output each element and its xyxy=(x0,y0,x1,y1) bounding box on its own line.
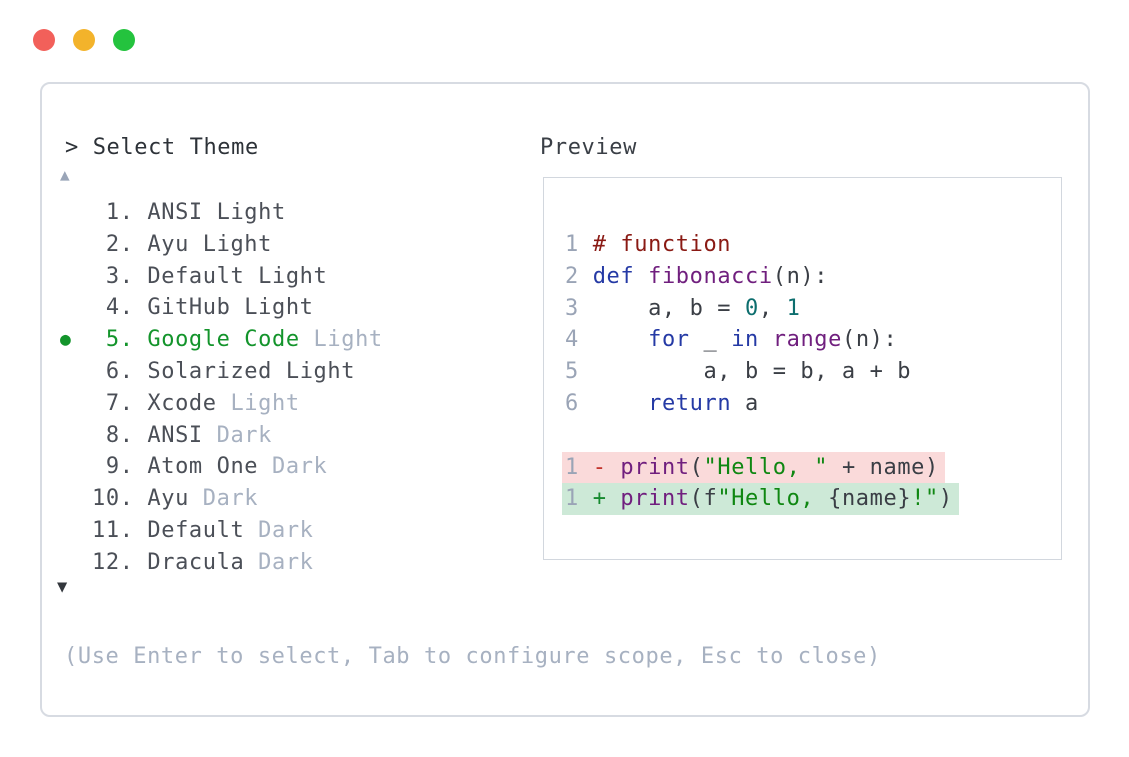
zoom-button[interactable] xyxy=(113,29,135,51)
scroll-up-icon[interactable]: ▲ xyxy=(60,165,70,184)
code-line: 6 return a xyxy=(565,390,759,416)
theme-option-label: 4. GitHub xyxy=(92,295,231,321)
theme-option-label: 12. Dracula xyxy=(92,549,245,575)
theme-option-label: 1. ANSI xyxy=(92,200,203,225)
theme-option-7[interactable]: 7. Xcode Light xyxy=(60,388,383,420)
theme-option-5[interactable]: ● 5. Google Code Light xyxy=(60,324,383,356)
theme-option-11[interactable]: 11. Default Dark xyxy=(60,515,383,547)
theme-option-9[interactable]: 9. Atom One Dark xyxy=(60,451,383,483)
theme-option-8[interactable]: 8. ANSI Dark xyxy=(60,420,383,452)
diff-added-line: 1 + print(f"Hello, {name}!") xyxy=(562,483,959,516)
theme-option-variant: Dark xyxy=(188,486,259,512)
theme-option-variant: Light xyxy=(230,295,314,321)
theme-option-label: 9. Atom One xyxy=(92,454,259,480)
preview-title: Preview xyxy=(540,135,637,160)
theme-list: 1. ANSI Light 2. Ayu Light 3. Default Li… xyxy=(60,197,383,579)
theme-option-label: 8. ANSI xyxy=(92,422,203,448)
command-prompt: > Select Theme xyxy=(65,135,259,160)
code-line: 5 a, b = b, a + b xyxy=(565,359,912,385)
theme-option-label: 5. Google Code xyxy=(92,327,300,353)
theme-option-variant: Dark xyxy=(244,517,314,543)
code-line: 3 a, b = 0, 1 xyxy=(565,295,801,321)
keyboard-hint: (Use Enter to select, Tab to configure s… xyxy=(64,644,881,669)
theme-option-label: 2. Ayu xyxy=(92,231,189,257)
theme-option-3[interactable]: 3. Default Light xyxy=(60,261,383,293)
theme-option-variant: Light xyxy=(202,200,286,225)
theme-option-label: 10. Ayu xyxy=(92,486,189,512)
code-line: 4 for _ in range(n): xyxy=(565,327,898,353)
close-button[interactable] xyxy=(33,29,55,51)
theme-option-variant: Light xyxy=(216,390,300,416)
theme-option-label: 7. Xcode xyxy=(92,390,217,416)
theme-option-variant: Light xyxy=(244,263,328,289)
minimize-button[interactable] xyxy=(73,29,95,51)
theme-option-4[interactable]: 4. GitHub Light xyxy=(60,292,383,324)
theme-option-variant: Dark xyxy=(258,454,328,480)
selected-bullet-icon: ● xyxy=(60,329,72,351)
code-line: 2 def fibonacci(n): xyxy=(565,263,829,289)
theme-option-variant: Dark xyxy=(244,549,314,575)
theme-option-variant: Light xyxy=(272,358,356,384)
theme-option-label: 6. Solarized xyxy=(92,358,272,384)
theme-option-variant: Dark xyxy=(202,422,272,448)
theme-option-1[interactable]: 1. ANSI Light xyxy=(60,197,383,229)
theme-option-6[interactable]: 6. Solarized Light xyxy=(60,356,383,388)
code-line xyxy=(565,420,959,452)
diff-removed-line: 1 - print("Hello, " + name) xyxy=(562,451,959,484)
theme-option-label: 3. Default xyxy=(92,263,245,289)
theme-option-12[interactable]: 12. Dracula Dark xyxy=(60,547,383,579)
window-controls xyxy=(33,29,135,51)
theme-option-10[interactable]: 10. Ayu Dark xyxy=(60,483,383,515)
theme-option-label: 11. Default xyxy=(92,517,245,543)
code-line: 1 # function xyxy=(565,232,732,257)
scroll-down-icon[interactable]: ▼ xyxy=(57,577,68,597)
theme-option-variant: Light xyxy=(188,231,272,257)
code-lines: 1 # function 2 def fibonacci(n): 3 a, b = … xyxy=(562,229,959,516)
theme-option-2[interactable]: 2. Ayu Light xyxy=(60,229,383,261)
theme-option-variant: Light xyxy=(299,327,383,353)
